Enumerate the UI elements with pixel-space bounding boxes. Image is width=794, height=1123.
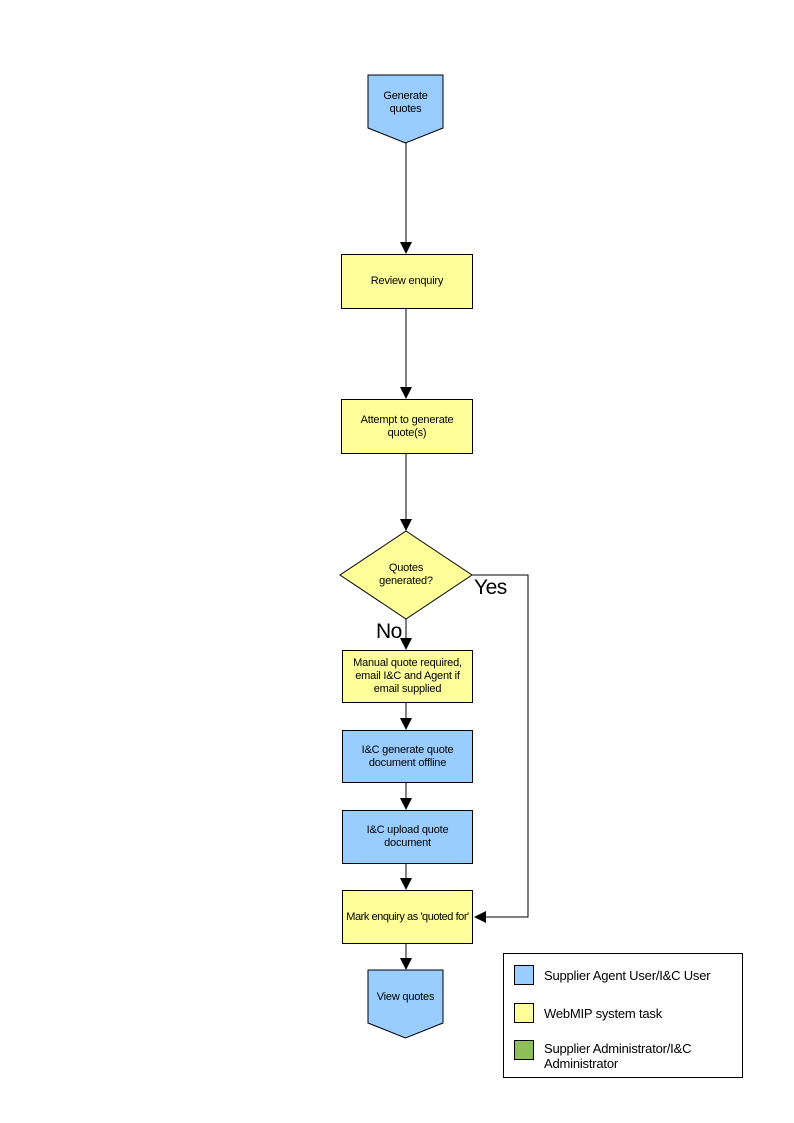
legend-swatch-yellow xyxy=(514,1003,534,1023)
node-quotes-generated-label: Quotes generated? xyxy=(379,562,433,587)
arrowhead-into-upload xyxy=(400,798,412,810)
arrowhead-into-review xyxy=(400,242,412,254)
branch-label-no: No xyxy=(376,620,402,643)
arrowheads xyxy=(400,242,486,970)
node-manual-quote: Manual quote required, email I&C and Age… xyxy=(342,650,473,703)
legend-box: Supplier Agent User/I&C User WebMIP syst… xyxy=(503,953,743,1078)
legend-swatch-green xyxy=(514,1040,534,1060)
node-review-enquiry: Review enquiry xyxy=(341,254,473,309)
legend-item-supplier-agent-user: Supplier Agent User/I&C User xyxy=(514,965,740,985)
node-attempt-generate: Attempt to generate quote(s) xyxy=(341,399,473,454)
arrowhead-into-offline xyxy=(400,718,412,730)
node-mark-quoted: Mark enquiry as 'quoted for' xyxy=(342,890,473,944)
node-view-quotes-shape xyxy=(367,969,444,1039)
node-generate-quotes-shape xyxy=(367,74,444,144)
node-generate-quotes-label: Generate quotes xyxy=(383,90,428,115)
node-generate-offline: I&C generate quote document offline xyxy=(342,730,473,783)
arrowhead-into-mark xyxy=(400,878,412,890)
legend-label: WebMIP system task xyxy=(544,1006,663,1021)
node-view-quotes-label: View quotes xyxy=(376,990,435,1003)
connector-lines xyxy=(405,143,529,958)
legend-swatch-blue xyxy=(514,965,534,985)
arrowhead-yes-into-mark xyxy=(474,911,486,923)
branch-label-yes: Yes xyxy=(474,576,507,599)
arrowhead-into-manual xyxy=(400,638,412,650)
arrowhead-into-attempt xyxy=(400,387,412,399)
legend-item-supplier-administrator: Supplier Administrator/I&C Administrator xyxy=(514,1040,740,1071)
arrowhead-into-decision xyxy=(400,519,412,531)
connector-decision-yes xyxy=(472,574,529,918)
legend-label: Supplier Administrator/I&C Administrator xyxy=(544,1041,692,1071)
legend-label: Supplier Agent User/I&C User xyxy=(544,968,711,983)
arrowhead-into-end xyxy=(400,958,412,970)
legend-item-webmip-system-task: WebMIP system task xyxy=(514,1003,740,1023)
node-quotes-generated-shape xyxy=(339,530,473,620)
node-upload-document: I&C upload quote document xyxy=(342,810,473,864)
